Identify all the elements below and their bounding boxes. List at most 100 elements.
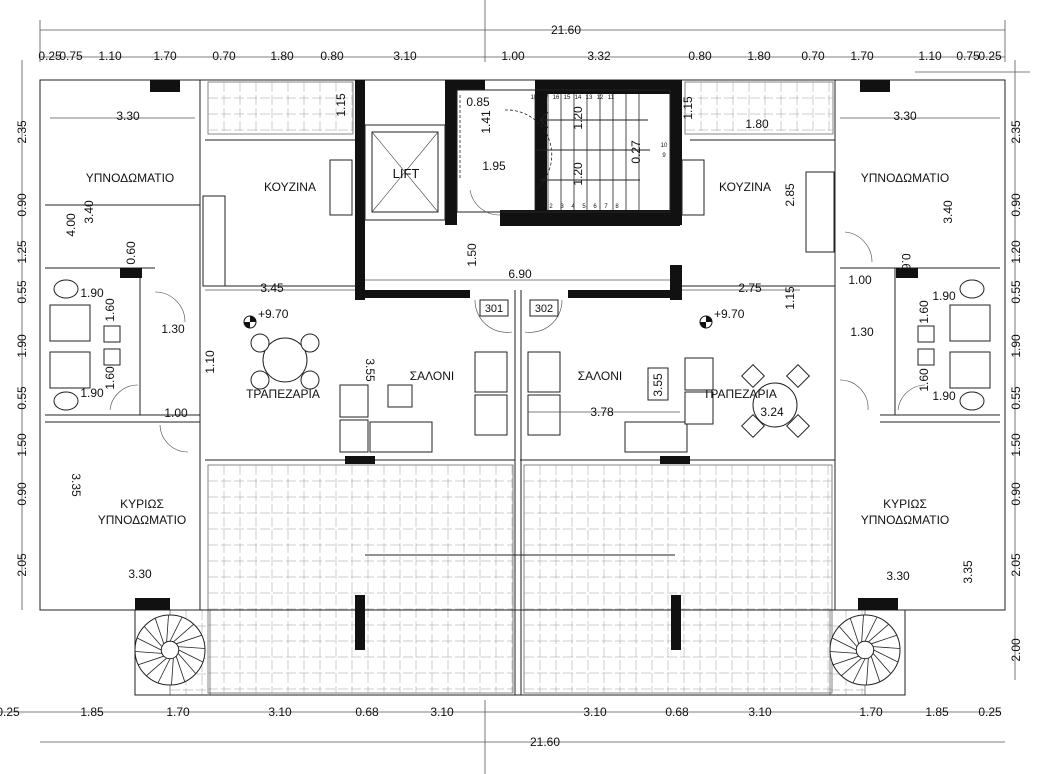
left-dim-3: 1.25	[15, 240, 29, 264]
top-dim-2: 0.75	[59, 49, 83, 63]
inner-right-19: 3.35	[961, 560, 975, 584]
inner-left-11: 3.35	[69, 473, 83, 497]
inner-dims-left: 3.30 4.00 3.40 0.60 1.90 1.60 1.60 1.90 …	[50, 93, 377, 581]
bedroom-left-label: ΥΠΝΟΔΩΜΑΤΙΟ	[86, 171, 175, 185]
bottom-dim-9: 3.10	[748, 705, 772, 719]
left-dim-6: 0.55	[15, 386, 29, 410]
stair-step-number: 16	[553, 95, 560, 101]
right-side-dims: 2.35 0.90 1.20 0.55 1.90 0.55 1.50 0.90 …	[1009, 120, 1023, 662]
stair-step-number: 1	[538, 204, 542, 210]
inner-right-9: 1.15	[783, 286, 797, 310]
structural-walls	[120, 80, 918, 650]
inner-left-15: 3.55	[363, 358, 377, 382]
stair-step-number: 14	[575, 95, 582, 101]
top-dim-14: 1.70	[850, 49, 874, 63]
top-dim-12: 1.80	[747, 49, 771, 63]
top-dim-16: 0.75	[956, 49, 980, 63]
right-dim-10: 2.00	[1009, 638, 1023, 662]
left-side-dims: 2.35 0.90 1.25 0.55 1.90 0.55 1.50 0.90 …	[15, 120, 29, 577]
inner-stair-2: 1.41	[479, 110, 493, 134]
right-dim-9: 2.05	[1009, 553, 1023, 577]
inner-right-10: 1.90	[932, 289, 956, 303]
top-dim-9: 1.00	[501, 49, 525, 63]
stair-step-number: 11	[608, 95, 615, 101]
inner-right-14: 1.90	[932, 389, 956, 403]
kitchen-left-label: ΚΟΥΖΙΝΑ	[264, 180, 316, 194]
top-dimension-lines	[39, 0, 1030, 73]
kitchen-right-label: ΚΟΥΖΙΝΑ	[719, 180, 771, 194]
left-dim-8: 0.90	[15, 482, 29, 506]
inner-right-8: 2.75	[738, 281, 762, 295]
top-dim-17: 0.25	[978, 49, 1002, 63]
inner-right-15: 3.55	[651, 373, 665, 397]
master-right-line2: ΥΠΝΟΔΩΜΑΤΙΟ	[861, 513, 950, 527]
inner-right-18: 3.30	[886, 569, 910, 583]
inner-right-7: 1.00	[848, 273, 872, 287]
left-dim-7: 1.50	[15, 433, 29, 457]
right-dim-3: 1.20	[1009, 240, 1023, 264]
bottom-dim-8: 0.68	[665, 705, 689, 719]
top-dim-1: 0.25	[38, 49, 62, 63]
top-dim-6: 1.80	[270, 49, 294, 63]
inner-stair-6: 0.27	[629, 140, 643, 164]
top-dim-5: 0.70	[212, 49, 236, 63]
stair-step-number: 3	[560, 204, 564, 210]
stair-step-number: 8	[615, 204, 619, 210]
inner-left-1: 3.30	[116, 109, 140, 123]
inner-right-4: 2.85	[783, 183, 797, 207]
apartment-301-tag: 301	[485, 303, 503, 315]
inner-right-13: 1.60	[917, 368, 931, 392]
left-dim-1: 2.35	[15, 120, 29, 144]
bottom-dimension-lines	[0, 700, 1005, 774]
right-dim-4: 0.55	[1009, 280, 1023, 304]
bottom-dim-7: 3.10	[583, 705, 607, 719]
inner-right-2: 1.80	[745, 117, 769, 131]
left-dim-9: 2.05	[15, 553, 29, 577]
dining-left-label: ΤΡΑΠΕΖΑΡΙΑ	[246, 387, 320, 401]
left-dim-5: 1.90	[15, 334, 29, 358]
master-right-line1: ΚΥΡΙΩΣ	[883, 497, 927, 511]
inner-left-13: 3.45	[260, 281, 284, 295]
top-dim-4: 1.70	[153, 49, 177, 63]
top-segment-dims: 0.25 0.75 1.10 1.70 0.70 1.80 0.80 3.10 …	[38, 49, 1002, 63]
dining-right-label: ΤΡΑΠΕΖΑΡΙΑ	[703, 387, 777, 401]
right-dim-1: 2.35	[1009, 120, 1023, 144]
top-dim-7: 0.80	[320, 49, 344, 63]
inner-stair-5: 1.20	[571, 162, 585, 186]
inner-right-3: 1.15	[681, 96, 695, 120]
right-dim-7: 1.50	[1009, 433, 1023, 457]
left-dim-4: 0.55	[15, 280, 29, 304]
bottom-dim-10: 1.70	[859, 705, 883, 719]
bottom-dim-6: 3.10	[430, 705, 454, 719]
right-dim-5: 1.90	[1009, 334, 1023, 358]
spiral-stairs	[134, 614, 901, 686]
inner-left-2: 4.00	[64, 213, 78, 237]
staircase	[456, 89, 671, 213]
inner-right-12: 1.30	[850, 325, 874, 339]
right-dim-8: 0.90	[1009, 482, 1023, 506]
top-dim-11: 0.80	[688, 49, 712, 63]
inner-stair-3: 1.95	[482, 159, 506, 173]
inner-stair-8: 6.90	[508, 267, 532, 281]
stair-step-number: 10	[661, 143, 668, 149]
right-dim-6: 0.55	[1009, 386, 1023, 410]
bottom-dim-1: 0.25	[0, 705, 20, 719]
level-right: +9.70	[714, 307, 745, 321]
right-dim-2: 0.90	[1009, 193, 1023, 217]
inner-right-16: 3.78	[590, 405, 614, 419]
bottom-dim-4: 3.10	[268, 705, 292, 719]
inner-stair-1: 0.85	[466, 95, 490, 109]
stair-step-number: 18	[531, 95, 538, 101]
side-dimension-lines	[21, 60, 1016, 680]
inner-dims-right: 3.30 1.80 1.15 2.85 3.40 0.60 1.00 2.75 …	[528, 96, 1000, 584]
stair-step-number: 4	[571, 204, 575, 210]
master-left-line2: ΥΠΝΟΔΩΜΑΤΙΟ	[98, 513, 187, 527]
bottom-dim-5: 0.68	[355, 705, 379, 719]
lift-label: LIFT	[393, 166, 420, 181]
top-dim-3: 1.10	[98, 49, 122, 63]
inner-left-12: 3.30	[128, 567, 152, 581]
lift-shaft	[364, 124, 446, 221]
inner-left-6: 1.60	[103, 298, 117, 322]
inner-left-3: 3.40	[82, 200, 96, 224]
